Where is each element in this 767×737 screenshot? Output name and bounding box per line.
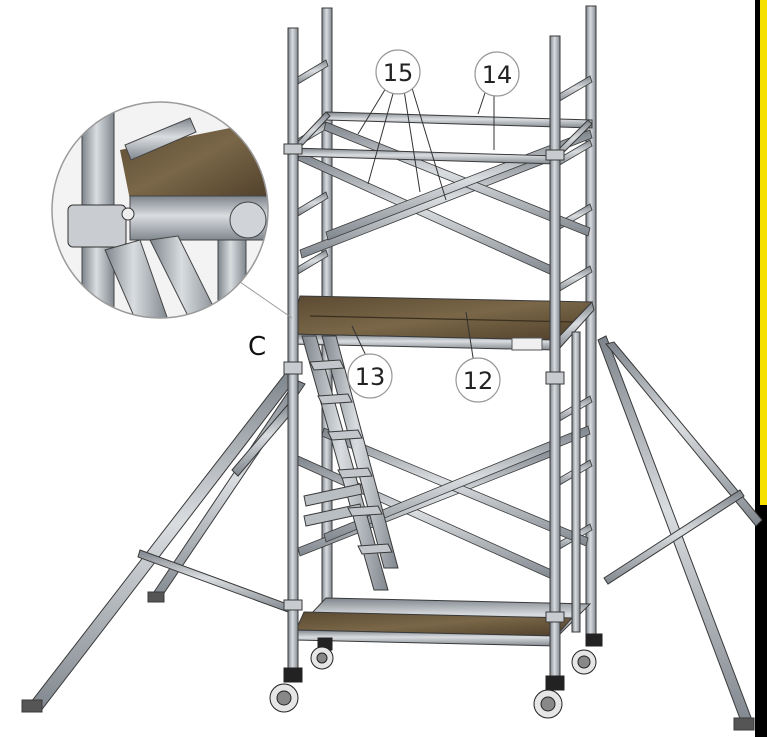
outriggers	[21, 335, 763, 731]
front-left-upright	[287, 27, 299, 669]
outrigger-front-left	[27, 369, 299, 713]
detail-magnifier	[51, 101, 293, 319]
upper-braces	[297, 121, 593, 277]
callout-13-label: 13	[355, 363, 386, 391]
edge-bar-yellow	[760, 0, 767, 505]
detail-letter-c: C	[248, 332, 266, 362]
outrigger-brace-right	[603, 489, 745, 585]
stair-side-post	[571, 331, 581, 633]
detail-leader-line	[239, 281, 293, 319]
brace-lower-4	[323, 425, 591, 543]
front-right-upright	[549, 35, 561, 677]
castor-rear-right	[571, 633, 603, 675]
callouts	[351, 87, 495, 365]
callout-15: 15	[375, 49, 421, 95]
callout-13: 13	[347, 353, 393, 399]
outrigger-front-right	[597, 335, 753, 725]
outrigger-rear-right	[605, 341, 763, 527]
callout-14: 14	[474, 51, 520, 97]
outrigger-foot-left-rear	[147, 591, 165, 603]
castors	[269, 633, 603, 719]
bottom-platform	[294, 597, 592, 647]
stairway	[301, 335, 399, 591]
main-platform	[289, 295, 595, 352]
outrigger-foot-left	[21, 699, 43, 713]
castor-front-left	[269, 667, 303, 713]
callout-12: 12	[455, 357, 501, 403]
detail-circle-outline	[51, 101, 269, 319]
platform-deck	[289, 295, 594, 341]
castor-rear-left	[310, 637, 334, 670]
callout-14-label: 14	[482, 61, 513, 89]
callout-12-label: 12	[463, 367, 494, 395]
castor-front-right	[533, 675, 565, 719]
callout-15-label: 15	[383, 59, 414, 87]
outrigger-foot-right	[733, 717, 755, 731]
